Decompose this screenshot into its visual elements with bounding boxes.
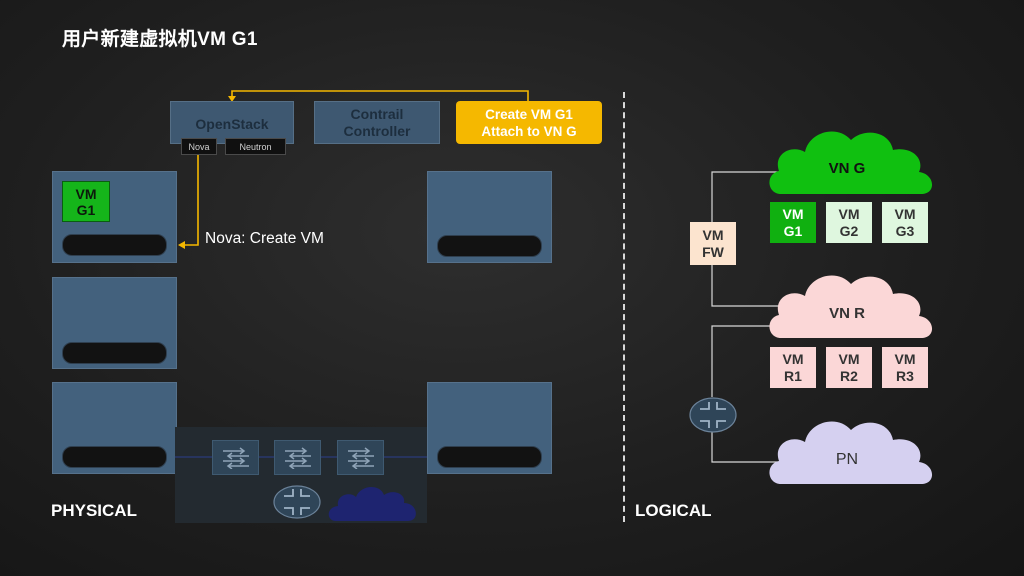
command-line1: Create VM G1 [485, 106, 573, 122]
physical-section-label: PHYSICAL [51, 501, 137, 520]
server-vm-line2: G1 [76, 201, 96, 218]
vm-tile-line1: VM [838, 205, 860, 222]
vn-g-label: VN G [828, 160, 866, 177]
switch-icon[interactable] [337, 440, 384, 475]
server-left-2[interactable] [52, 277, 177, 369]
vm-fw-line1: VM [702, 226, 724, 243]
nova-box[interactable]: Nova [181, 138, 217, 155]
switch-glyph [347, 446, 374, 469]
contrail-label-line2: Controller [343, 122, 411, 139]
contrail-label-line1: Contrail [350, 105, 404, 122]
vn-r-cloud[interactable] [765, 268, 937, 340]
vm-tile-line2: G1 [783, 222, 803, 239]
vm-tile-line2: R1 [784, 367, 802, 384]
openstack-label: OpenStack [195, 116, 269, 132]
vm-r2-tile[interactable]: VM R2 [826, 347, 872, 388]
vm-tile-line1: VM [838, 350, 860, 367]
router-icon[interactable] [688, 396, 738, 434]
server-right-1[interactable] [427, 171, 552, 263]
vm-g3-tile[interactable]: VM G3 [882, 202, 928, 243]
switch-icon[interactable] [212, 440, 259, 475]
switch-icon[interactable] [274, 440, 321, 475]
switch-glyph [222, 446, 249, 469]
vm-tile-line2: G3 [895, 222, 915, 239]
pn-label: PN [835, 451, 859, 468]
section-divider [623, 92, 625, 522]
vm-tile-line1: VM [894, 350, 916, 367]
server-right-2[interactable] [427, 382, 552, 474]
server-slot [437, 446, 542, 468]
vm-g2-tile[interactable]: VM G2 [826, 202, 872, 243]
slide-title: 用户新建虚拟机VM G1 [62, 29, 258, 50]
vn-g-cloud[interactable] [765, 124, 937, 196]
vm-tile-line2: R3 [896, 367, 914, 384]
server-left-3[interactable] [52, 382, 177, 474]
vm-r1-tile[interactable]: VM R1 [770, 347, 816, 388]
server-slot [62, 342, 167, 364]
neutron-box[interactable]: Neutron [225, 138, 286, 155]
vm-g1-tile[interactable]: VM G1 [770, 202, 816, 243]
vm-g1-on-server[interactable]: VM G1 [62, 181, 110, 222]
vm-tile-line2: R2 [840, 367, 858, 384]
vm-tile-line1: VM [782, 350, 804, 367]
server-slot [62, 234, 167, 256]
vm-tile-line1: VM [782, 205, 804, 222]
command-line2: Attach to VN G [481, 123, 577, 139]
vn-r-label: VN R [829, 305, 865, 322]
vm-tile-line1: VM [894, 205, 916, 222]
contrail-controller-box[interactable]: Contrail Controller [314, 101, 440, 144]
logical-section-label: LOGICAL [635, 501, 712, 520]
server-vm-line1: VM [75, 185, 97, 202]
server-slot [62, 446, 167, 468]
vm-tile-line2: G2 [839, 222, 859, 239]
openstack-box[interactable]: OpenStack [170, 101, 294, 144]
router-icon[interactable] [272, 484, 322, 520]
nova-create-vm-note: Nova: Create VM [205, 230, 324, 247]
cloud-icon [328, 486, 416, 521]
server-slot [437, 235, 542, 257]
vm-r3-tile[interactable]: VM R3 [882, 347, 928, 388]
vm-fw-tile[interactable]: VM FW [690, 222, 736, 265]
switch-glyph [284, 446, 311, 469]
vm-fw-line2: FW [702, 243, 724, 260]
pn-cloud[interactable] [765, 414, 937, 486]
create-vm-command-box[interactable]: Create VM G1 Attach to VN G [456, 101, 602, 144]
